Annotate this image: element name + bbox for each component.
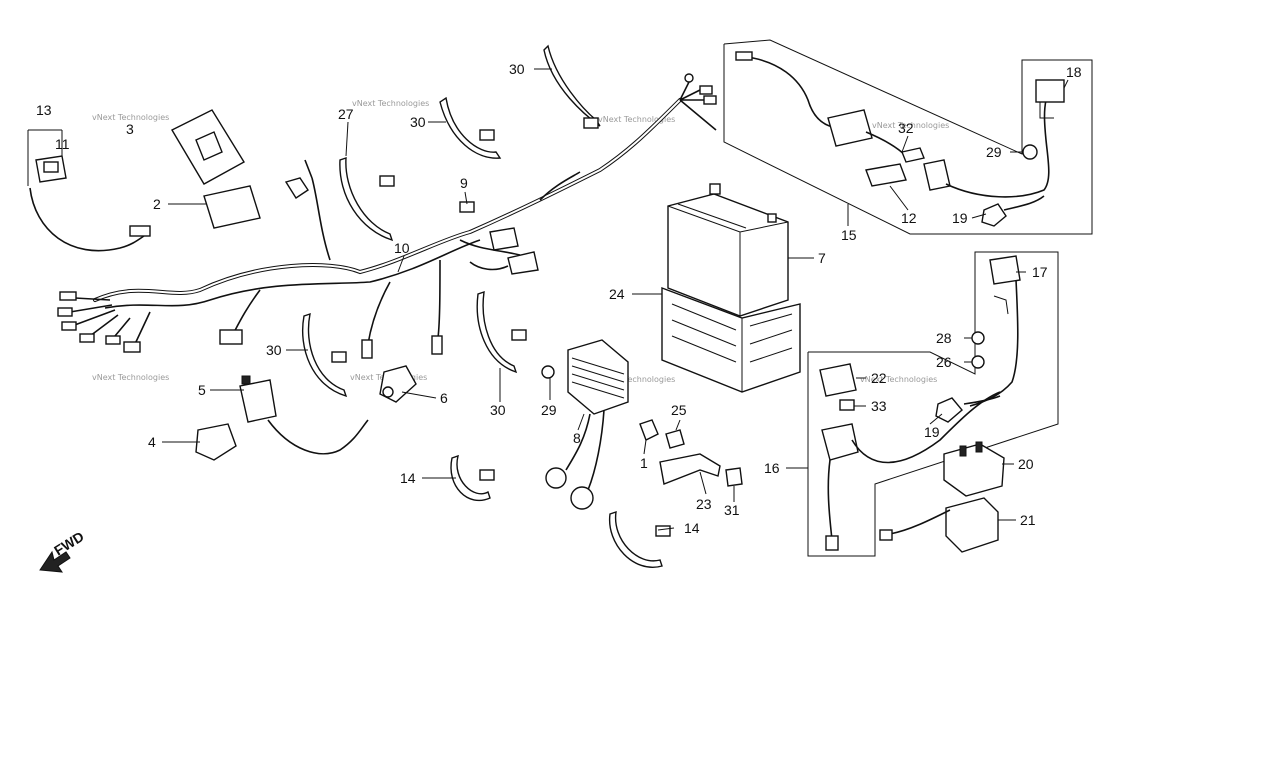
part-13-11-connector-lead: [27, 129, 151, 252]
callout-18: 18: [1066, 64, 1082, 80]
callout-13: 13: [36, 102, 52, 118]
callout-30-left: 30: [266, 342, 282, 358]
callout-3: 3: [126, 121, 134, 137]
part-16-starter-relay: [821, 391, 1001, 551]
watermark: vNext Technologies: [872, 121, 949, 130]
callout-9: 9: [460, 175, 468, 191]
part-15-power-socket-assembly: [735, 51, 1065, 227]
part-2-relay-box: [203, 185, 261, 229]
fwd-arrow-icon: [39, 550, 71, 573]
callout-numbers: 13 11 3 2 27 30 30 30 30 9 10 5 4 6 14 1…: [36, 61, 1082, 536]
callout-12: 12: [901, 210, 917, 226]
callout-1: 1: [640, 455, 648, 471]
callout-7: 7: [818, 250, 826, 266]
watermark: vNext Technologies: [860, 375, 937, 384]
callout-20: 20: [1018, 456, 1034, 472]
leader-lines: [162, 68, 1069, 531]
part-23-bracket: [659, 453, 721, 485]
callout-21: 21: [1020, 512, 1036, 528]
part-7-battery: [667, 183, 789, 317]
band-clamps: [302, 44, 671, 568]
part-22-relay: [819, 363, 857, 397]
callout-33: 33: [871, 398, 887, 414]
callout-31: 31: [724, 502, 740, 518]
part-24-battery-box: [661, 286, 801, 393]
part-6-plug-cap: [379, 365, 417, 403]
callout-23: 23: [696, 496, 712, 512]
part-5-ignition-coil: [239, 375, 369, 455]
callout-4: 4: [148, 434, 156, 450]
fwd-arrow: FWD: [39, 528, 87, 573]
callout-15: 15: [841, 227, 857, 243]
watermark: vNext Technologies: [598, 115, 675, 124]
callout-5: 5: [198, 382, 206, 398]
part-25-collar: [665, 429, 685, 449]
callout-25: 25: [671, 402, 687, 418]
callout-29-left: 29: [541, 402, 557, 418]
callout-17: 17: [1032, 264, 1048, 280]
callout-16: 16: [764, 460, 780, 476]
callout-11: 11: [55, 136, 70, 152]
watermark: vNext Technologies: [352, 99, 429, 108]
part-1-grommet: [639, 419, 659, 441]
callout-2: 2: [153, 196, 161, 212]
callout-19-bottom: 19: [924, 424, 940, 440]
callout-27: 27: [338, 106, 354, 122]
callout-10: 10: [394, 240, 410, 256]
part-33-fuse: [839, 399, 855, 411]
callout-6: 6: [440, 390, 448, 406]
watermark: vNext Technologies: [92, 373, 169, 382]
callout-14-right: 14: [684, 520, 700, 536]
part-3-cdi-unit: [171, 109, 245, 185]
callout-19-top: 19: [952, 210, 968, 226]
part-31-bolt: [725, 467, 743, 487]
callout-29-right: 29: [986, 144, 1002, 160]
part-29-nut-left: [541, 365, 555, 379]
part-20-starter-solenoid: [943, 441, 1005, 497]
fwd-label: FWD: [51, 528, 87, 558]
callout-32: 32: [898, 120, 914, 136]
part-21-solenoid-cover: [879, 497, 999, 553]
callout-30-mid: 30: [410, 114, 426, 130]
callout-30-bottom: 30: [490, 402, 506, 418]
callout-26: 26: [936, 354, 952, 370]
group-outlines: [723, 39, 1093, 557]
callout-14-left: 14: [400, 470, 416, 486]
main-wire-harness: [57, 73, 717, 359]
watermark: vNext Technologies: [92, 113, 169, 122]
callout-24: 24: [609, 286, 625, 302]
part-17-cable: [935, 255, 1021, 423]
watermark: vNext Technologies: [598, 375, 675, 384]
part-4-cap: [195, 423, 237, 461]
callout-8: 8: [573, 430, 581, 446]
callout-22: 22: [871, 370, 887, 386]
callout-30-top: 30: [509, 61, 525, 77]
callout-28: 28: [936, 330, 952, 346]
part-8-regulator-rectifier: [545, 339, 629, 510]
